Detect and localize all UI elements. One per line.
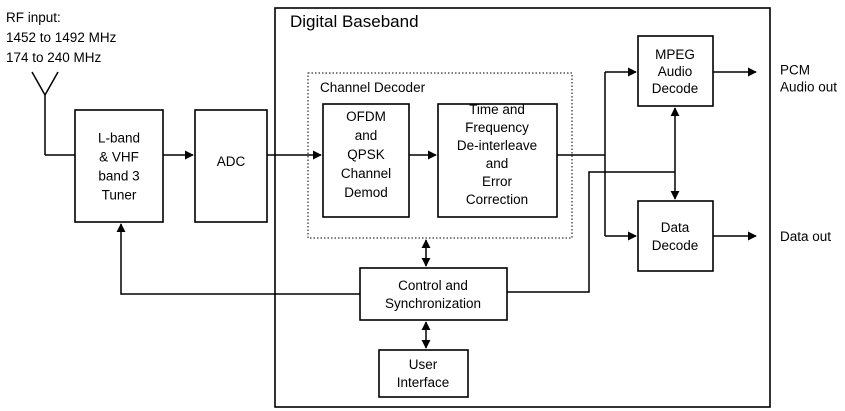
deinterleave-label-line: De-interleave [457,138,537,153]
mpeg-audio-decode-label-line: Decode [652,81,699,96]
ofdm-demod-label-line: Demod [344,185,388,200]
tuner-label-line: Tuner [102,188,137,203]
user-interface-label-line: Interface [397,375,450,390]
rf-input-caption: RF input: [6,10,61,25]
rf-input-band-vhf: 174 to 240 MHz [6,50,102,65]
adc-label: ADC [217,154,246,169]
mpeg-audio-decode-label-line: MPEG [655,47,695,62]
data-decode-block [637,200,714,272]
adc-block [194,109,268,223]
tuner-label-line: band 3 [98,169,139,184]
mpeg-audio-decode-label-line: Audio [658,64,693,79]
signal-wires [45,67,757,349]
ofdm-demod-label-line: OFDM [346,109,386,124]
deinterleave-label-line: Error [482,174,513,189]
tuner-label-line: & VHF [99,150,139,165]
user-interface-label-line: User [409,357,438,372]
ofdm-demod-label-line: Channel [341,166,391,181]
mpeg-audio-decode-block [637,35,714,107]
rf-input-band-l: 1452 to 1492 MHz [6,30,117,45]
digital-baseband-frame [274,7,771,408]
pcm-audio-out-label-line: PCM [780,63,810,78]
tuner-label: L-band & VHF band 3 Tuner [98,131,140,203]
channel-decoder-label: Channel Decoder [320,80,426,95]
data-out-label-line: Data out [780,229,831,244]
control-sync-block [359,267,508,321]
pcm-audio-out-label-line: Audio out [780,80,837,95]
tuner-label-line: L-band [98,131,140,146]
digital-baseband-title: Digital Baseband [290,12,419,31]
ofdm-demod-label-line: and [355,128,378,143]
rf-input-label: RF input: 1452 to 1492 MHz 174 to 240 MH… [6,10,117,65]
deinterleave-label-line: Frequency [465,120,529,135]
adc-label-line: ADC [217,154,246,169]
deinterleave-label-line: and [486,156,509,171]
deinterleave-label-line: Time and [469,102,525,117]
deinterleave-label-line: Correction [466,192,528,207]
ofdm-demod-label-line: QPSK [347,147,385,162]
data-decode-label-line: Data [661,220,690,235]
antenna-icon [31,71,59,155]
pcm-audio-out-label: PCM Audio out [780,63,837,95]
data-out-label: Data out [780,229,831,244]
tuner-block [74,109,164,223]
deinterleave-block [437,103,558,218]
control-sync-label-line: Control and [398,278,468,293]
ofdm-demod-block [322,103,410,218]
data-decode-label-line: Decode [652,238,699,253]
control-sync-label-line: Synchronization [385,296,481,311]
user-interface-block [378,349,469,398]
